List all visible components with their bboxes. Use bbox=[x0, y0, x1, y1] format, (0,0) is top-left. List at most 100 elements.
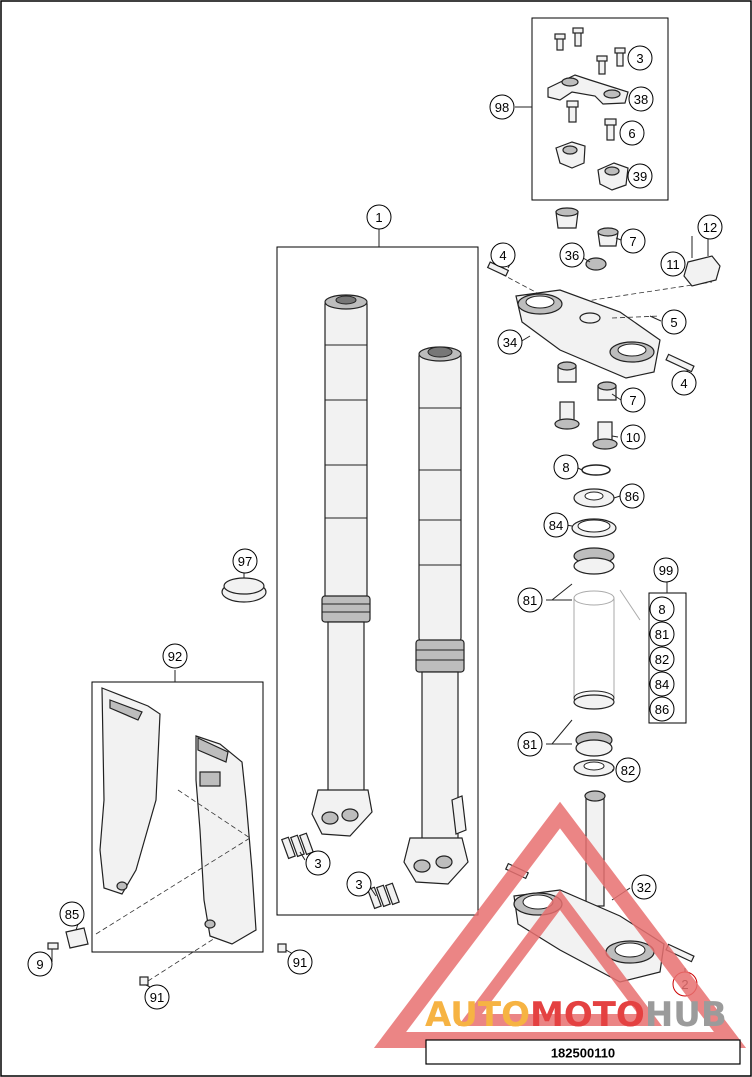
callout-c84a: 84 bbox=[543, 512, 569, 538]
fork-assembly-box bbox=[276, 229, 479, 916]
callout-circle bbox=[620, 387, 646, 413]
callout-c92: 92 bbox=[162, 643, 188, 669]
cable-guide-11 bbox=[683, 236, 721, 287]
callout-number: 86 bbox=[655, 702, 669, 717]
callout-c84b: 84 bbox=[649, 671, 675, 697]
callout-c9: 9 bbox=[27, 951, 53, 977]
callout-circle bbox=[59, 901, 85, 927]
callout-c8b: 8 bbox=[649, 596, 675, 622]
callout-number: 3 bbox=[636, 51, 643, 66]
callout-81-brackets bbox=[546, 583, 573, 745]
callout-circle bbox=[366, 204, 392, 230]
callout-circle bbox=[619, 120, 645, 146]
callout-number: 1 bbox=[375, 210, 382, 225]
callout-number: 11 bbox=[666, 257, 680, 272]
callout-number: 4 bbox=[499, 248, 506, 263]
callout-c7b: 7 bbox=[620, 387, 646, 413]
callout-circle bbox=[649, 696, 675, 722]
callout-c91b: 91 bbox=[144, 984, 170, 1010]
callout-circle bbox=[627, 45, 653, 71]
callout-c36: 36 bbox=[559, 242, 585, 268]
callout-circle bbox=[653, 557, 679, 583]
callout-c11: 11 bbox=[660, 251, 686, 277]
callout-c5: 5 bbox=[661, 309, 687, 335]
callout-number: 10 bbox=[626, 430, 640, 445]
callout-number: 5 bbox=[670, 315, 677, 330]
callout-number: 32 bbox=[637, 880, 651, 895]
callout-number: 12 bbox=[703, 220, 717, 235]
callout-number: 7 bbox=[629, 234, 636, 249]
callout-circle bbox=[232, 548, 258, 574]
callout-circle bbox=[627, 163, 653, 189]
callout-c32: 32 bbox=[631, 874, 657, 900]
callout-number: 81 bbox=[523, 737, 537, 752]
callout-number: 84 bbox=[655, 677, 669, 692]
callout-number: 9 bbox=[36, 957, 43, 972]
callout-circle bbox=[497, 329, 523, 355]
callout-circle bbox=[660, 251, 686, 277]
callout-circle bbox=[620, 424, 646, 450]
callout-number: 86 bbox=[625, 489, 639, 504]
callout-number: 98 bbox=[495, 100, 509, 115]
fork-leg-right bbox=[403, 346, 469, 885]
callout-c4b: 4 bbox=[671, 370, 697, 396]
callout-number: 39 bbox=[633, 169, 647, 184]
watermark-brand-auto: AUTO bbox=[425, 995, 530, 1035]
callout-c34: 34 bbox=[497, 329, 523, 355]
callout-c38: 38 bbox=[628, 86, 654, 112]
watermark-triangle-inner bbox=[458, 890, 662, 1026]
fork-protector-box bbox=[47, 670, 264, 986]
watermark-brand-hub: HUB bbox=[645, 995, 727, 1035]
watermark-logo: AUTOMOTOHUB bbox=[373, 801, 747, 1048]
callout-circle bbox=[697, 214, 723, 240]
callout-number: 3 bbox=[314, 856, 321, 871]
callout-number: 8 bbox=[562, 460, 569, 475]
callout-number: 99 bbox=[659, 563, 673, 578]
screw-set-left bbox=[280, 832, 314, 860]
ring-97 bbox=[221, 577, 267, 603]
callout-c1: 1 bbox=[366, 204, 392, 230]
callout-circle bbox=[27, 951, 53, 977]
callout-circle bbox=[559, 242, 585, 268]
callout-number: 8 bbox=[658, 602, 665, 617]
watermark-brand-moto: MOTO bbox=[530, 995, 645, 1035]
upper-triple-clamp bbox=[486, 261, 713, 379]
diagram-code: 182500110 bbox=[551, 1046, 615, 1061]
watermark-brand-text: AUTOMOTOHUB bbox=[425, 995, 727, 1035]
callout-circle bbox=[517, 731, 543, 757]
callout-c97: 97 bbox=[232, 548, 258, 574]
callout-c81b: 81 bbox=[649, 621, 675, 647]
bearing-stack bbox=[571, 464, 641, 777]
callout-circle bbox=[615, 757, 641, 783]
fork-leg-left bbox=[311, 294, 373, 837]
callout-c12: 12 bbox=[697, 214, 723, 240]
callout-number: 7 bbox=[629, 393, 636, 408]
callout-c81a: 81 bbox=[517, 587, 543, 613]
callout-circle bbox=[305, 850, 331, 876]
callout-circle bbox=[661, 309, 687, 335]
callout-number: 85 bbox=[65, 907, 79, 922]
callout-c3c: 3 bbox=[346, 871, 372, 897]
callout-circle bbox=[628, 86, 654, 112]
callout-number: 82 bbox=[655, 652, 669, 667]
callout-number: 97 bbox=[238, 554, 252, 569]
callout-circle bbox=[489, 94, 515, 120]
callout-c86a: 86 bbox=[619, 483, 645, 509]
callout-number: 92 bbox=[168, 649, 182, 664]
callout-c4a: 4 bbox=[490, 242, 516, 268]
callout-c81c: 81 bbox=[517, 731, 543, 757]
callout-circle bbox=[649, 596, 675, 622]
callout-circle bbox=[631, 874, 657, 900]
callout-c82a: 82 bbox=[649, 646, 675, 672]
callout-c3a: 3 bbox=[627, 45, 653, 71]
callout-c7a: 7 bbox=[620, 228, 646, 254]
callout-circle bbox=[649, 621, 675, 647]
callout-circle bbox=[162, 643, 188, 669]
callout-number: 36 bbox=[565, 248, 579, 263]
callout-number: 4 bbox=[680, 376, 687, 391]
callout-c85: 85 bbox=[59, 901, 85, 927]
callout-c6: 6 bbox=[619, 120, 645, 146]
bushings bbox=[554, 207, 619, 450]
kit-box-99 bbox=[648, 582, 687, 724]
